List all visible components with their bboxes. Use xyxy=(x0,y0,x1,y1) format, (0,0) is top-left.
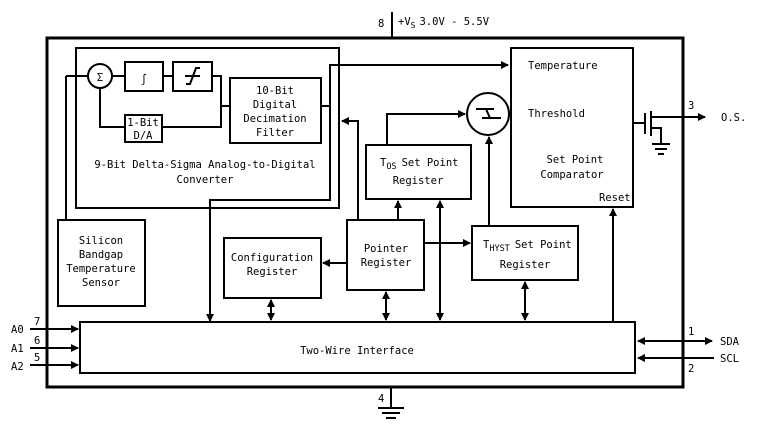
filter-label: Digital xyxy=(253,99,297,111)
config-label: Configuration xyxy=(231,252,313,264)
pin-label: SCL xyxy=(720,353,739,365)
reset-label: Reset xyxy=(599,192,631,204)
sigma-symbol: Σ xyxy=(97,72,103,84)
pin-number: 7 xyxy=(34,316,40,328)
comparator-label: Set Point xyxy=(547,154,604,166)
address-pin-a0: A0 7 xyxy=(11,316,79,336)
pin-label: A2 xyxy=(11,361,24,373)
pin-label: A0 xyxy=(11,324,24,336)
tos-label: Register xyxy=(393,175,444,187)
integrator-icon: ∫ xyxy=(141,73,147,86)
pin-label: SDA xyxy=(720,336,740,348)
quantizer-icon xyxy=(185,67,200,85)
set-point-comparator-block: Temperature Threshold Set Point Comparat… xyxy=(510,47,634,208)
address-pin-a2: A2 5 xyxy=(11,352,79,373)
adc-title: 9-Bit Delta-Sigma Analog-to-Digital xyxy=(94,159,315,171)
pin-number: 5 xyxy=(34,352,40,364)
temperature-data-line xyxy=(321,61,509,107)
dac-label: 1-Bit xyxy=(127,117,159,129)
sda-pin: 1 SDA xyxy=(637,326,740,348)
pointer-label: Pointer xyxy=(364,243,408,255)
adc-to-interface-line xyxy=(206,106,331,322)
pin-number: 2 xyxy=(688,363,694,375)
sensor-label: Silicon xyxy=(79,235,123,247)
sensor-label: Temperature xyxy=(66,263,136,275)
filter-label: 10-Bit xyxy=(256,85,294,97)
chip-outline xyxy=(45,36,685,389)
sensor-label: Sensor xyxy=(82,277,120,289)
adc-title: Converter xyxy=(177,174,234,186)
pointer-label: Register xyxy=(361,257,412,269)
filter-label: Filter xyxy=(256,127,294,139)
configuration-register-block: Configuration Register xyxy=(223,237,322,299)
ground-pin: 4 xyxy=(378,387,404,419)
config-label: Register xyxy=(247,266,298,278)
hysteresis-comparator xyxy=(466,92,510,136)
hysteresis-icon xyxy=(476,108,501,119)
pointer-register-block: Pointer Register xyxy=(346,219,425,291)
pin-number: 1 xyxy=(688,326,694,338)
output-label: O.S. xyxy=(721,112,746,124)
sensor-label: Bandgap xyxy=(79,249,123,261)
address-pin-a1: A1 6 xyxy=(11,335,79,355)
comparator-label: Temperature xyxy=(528,60,598,72)
comparator-label: Threshold xyxy=(528,108,585,120)
pin-label: A1 xyxy=(11,343,24,355)
filter-label: Decimation xyxy=(243,113,306,125)
comparator-label: Comparator xyxy=(540,169,603,181)
two-wire-interface-block: Two-Wire Interface xyxy=(79,321,636,374)
output-pin-number: 3 xyxy=(688,100,694,112)
output-transistor-icon xyxy=(633,111,706,155)
decimation-filter-block xyxy=(229,77,322,144)
ground-pin-number: 4 xyxy=(378,393,384,405)
temperature-sensor-block: Silicon Bandgap Temperature Sensor xyxy=(57,219,146,307)
power-pin-number: 8 xyxy=(378,18,384,30)
pin-number: 6 xyxy=(34,335,40,347)
dac-block xyxy=(124,114,163,143)
thyst-label: Register xyxy=(500,259,551,271)
dac-label: D/A xyxy=(134,130,154,142)
interface-label: Two-Wire Interface xyxy=(300,345,414,357)
scl-pin: 2 SCL xyxy=(637,353,739,375)
integrator-block xyxy=(124,61,164,92)
adc-block: Σ ∫ 1-Bit D/A 10-Bit Digital Decimation … xyxy=(66,47,340,209)
